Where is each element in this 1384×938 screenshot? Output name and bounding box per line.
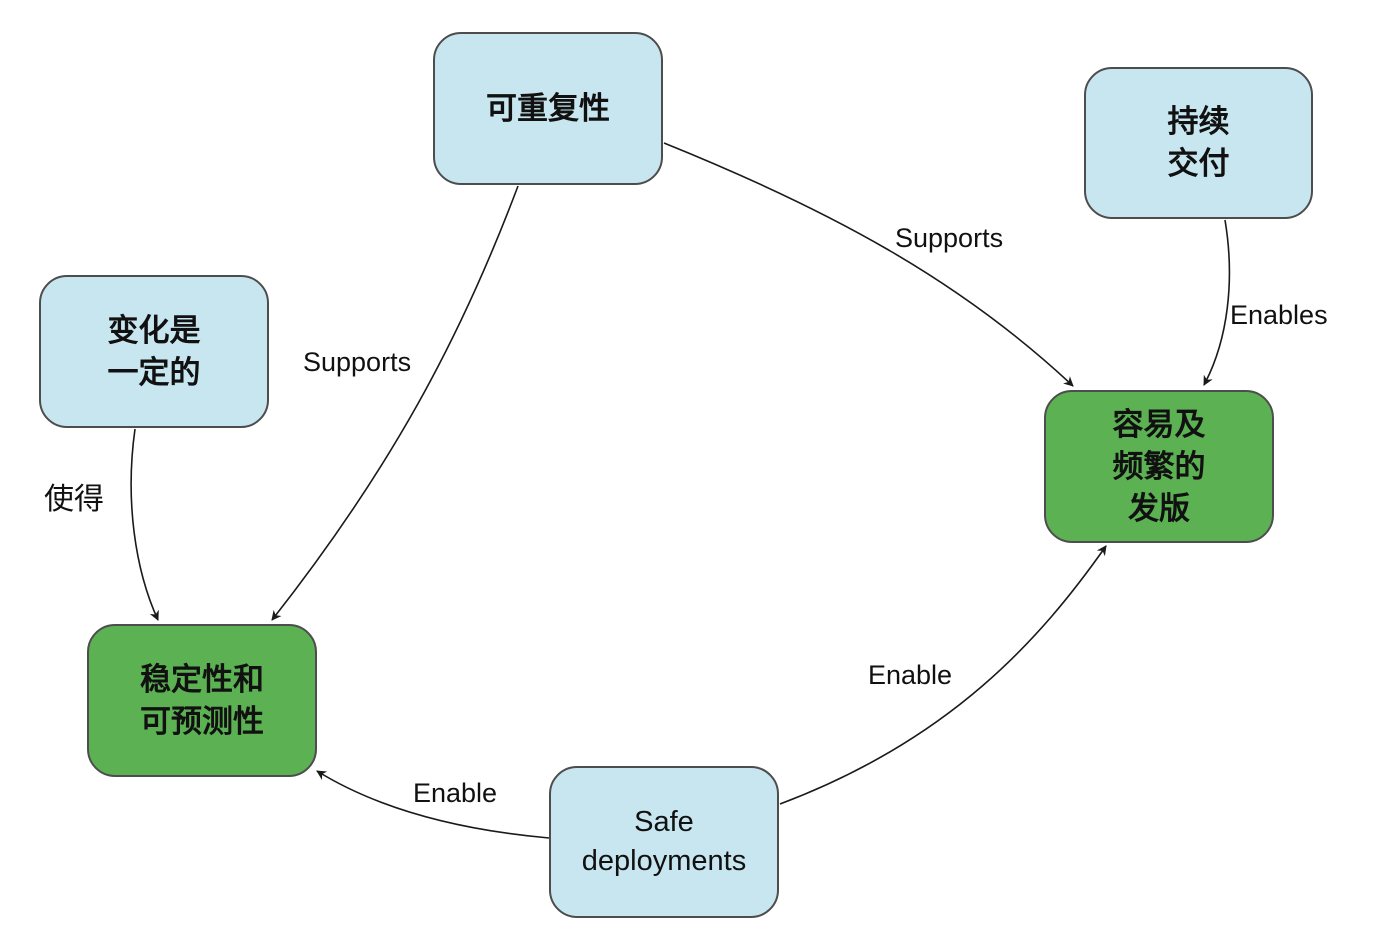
edge-repeatability-to-release	[663, 142, 1074, 387]
edge-label-repeatability-to-release: Supports	[895, 223, 1004, 253]
edge-continuous-delivery-to-release	[1203, 219, 1231, 386]
node-safe-deployments: Safe deployments	[549, 766, 779, 918]
edge-safe-to-stability	[316, 770, 550, 839]
edge-label-continuous-delivery-to-release: Enables	[1230, 300, 1328, 330]
edge-change-to-stability	[130, 428, 159, 621]
edge-label-change-to-stability: 使得	[44, 482, 104, 517]
node-continuous-delivery: 持续 交付	[1084, 67, 1313, 219]
node-change-is-constant: 变化是 一定的	[39, 275, 269, 428]
edge-label-safe-to-stability: Enable	[413, 778, 498, 808]
node-stability-predictability: 稳定性和 可预测性	[87, 624, 317, 777]
edge-label-repeatability-to-stability: Supports	[303, 347, 412, 377]
edge-safe-to-release	[779, 545, 1107, 805]
edge-repeatability-to-stability	[271, 185, 519, 621]
edge-label-safe-to-release: Enable	[868, 660, 953, 690]
node-repeatability: 可重复性	[433, 32, 663, 185]
node-easy-frequent-release: 容易及 频繁的 发版	[1044, 390, 1274, 543]
